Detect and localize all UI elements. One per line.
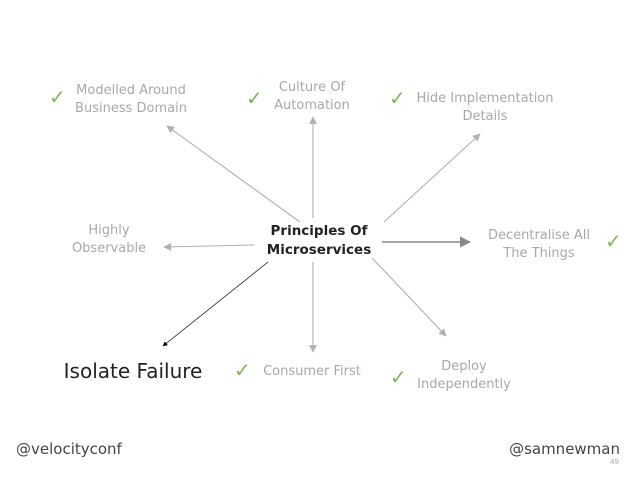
check-icon: ✓ — [234, 358, 251, 382]
center-node: Principles Of Microservices — [266, 223, 372, 258]
check-icon: ✓ — [246, 86, 263, 110]
node-modelled-around-business-domain: Modelled Around Business Domain — [75, 83, 187, 116]
check-icon: ✓ — [605, 229, 622, 253]
node-deploy-independently: Deploy Independently — [417, 359, 511, 392]
node-isolate-failure: Isolate Failure — [63, 359, 203, 383]
node-hide-implementation-details: Hide Implementation Details — [416, 91, 554, 124]
node-highly-observable: Highly Observable — [71, 223, 147, 256]
check-icon: ✓ — [390, 365, 407, 389]
check-icon: ✓ — [389, 86, 406, 110]
arrow-to-deploy — [371, 257, 447, 337]
twitter-handle-left: @velocityconf — [16, 440, 122, 458]
arrow-to-observable — [163, 242, 255, 251]
node-consumer-first: Consumer First — [263, 364, 361, 379]
node-decentralise-all-the-things: Decentralise All The Things — [487, 228, 591, 261]
page-number: 49 — [610, 458, 619, 466]
node-culture-of-automation: Culture Of Automation — [274, 80, 350, 113]
arrow-to-hide — [383, 133, 481, 223]
twitter-handle-right: @samnewman — [509, 440, 620, 458]
arrow-to-domain — [166, 125, 301, 223]
check-icon: ✓ — [49, 85, 66, 109]
arrow-to-isolate — [162, 261, 269, 347]
